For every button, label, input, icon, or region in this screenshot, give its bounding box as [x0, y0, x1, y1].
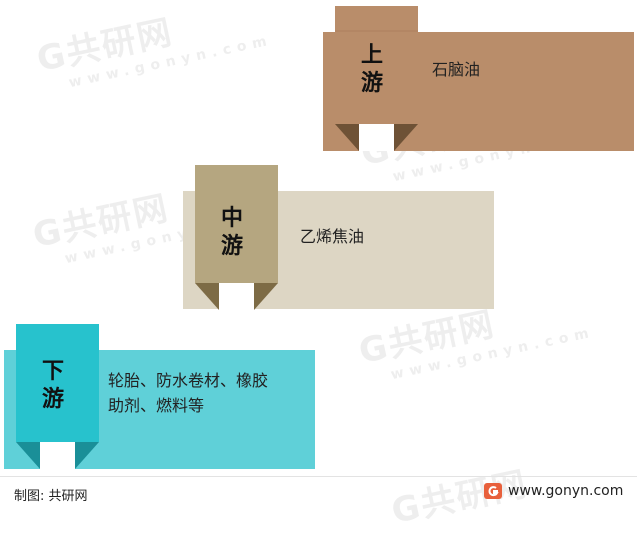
gonyn-logo-icon — [484, 483, 502, 499]
downstream-description-line-2: 助剂、燃料等 — [108, 396, 205, 415]
downstream-description: 轮胎、防水卷材、橡胶 助剂、燃料等 — [108, 368, 268, 418]
upstream-tag-label: 上 游 — [360, 43, 383, 96]
downstream-tag-ribbon — [16, 324, 99, 469]
midstream-description: 乙烯焦油 — [300, 227, 365, 246]
footer-site-url[interactable]: www.gonyn.com — [508, 483, 624, 499]
footer-site: www.gonyn.com — [484, 483, 623, 499]
watermark: G共研网 www.gonyn.com — [33, 12, 274, 92]
downstream-description-line-1: 轮胎、防水卷材、橡胶 — [108, 371, 269, 390]
downstream-tag-label: 下 游 — [41, 359, 64, 412]
footer-source-label: 制图: 共研网 — [14, 489, 88, 504]
upstream-tag-ribbon — [335, 6, 418, 151]
midstream-tag-ribbon — [195, 165, 278, 310]
upstream-description: 石脑油 — [432, 60, 481, 79]
footer-divider — [0, 476, 637, 477]
midstream-tag-label: 中 游 — [220, 206, 243, 259]
